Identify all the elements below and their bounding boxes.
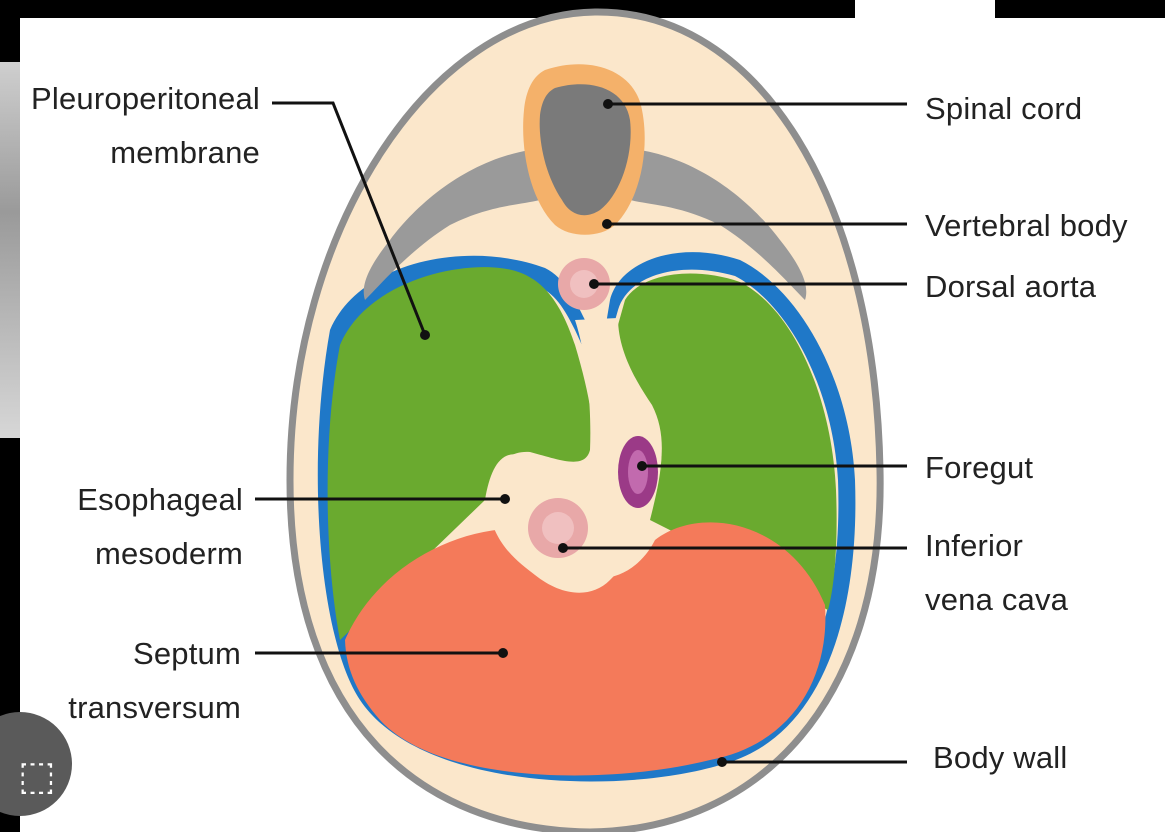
label-esoph-line1: Esophageal	[77, 473, 243, 527]
image-search-icon[interactable]: ⬚	[18, 756, 56, 796]
label-foregut: Foregut	[925, 441, 1033, 495]
label-spinal-cord: Spinal cord	[925, 82, 1082, 136]
label-spinal-cord-text: Spinal cord	[925, 82, 1082, 136]
label-esoph-line2: mesoderm	[77, 527, 243, 581]
dot-septum	[498, 648, 508, 658]
label-pleuro-line2: membrane	[31, 126, 260, 180]
dot-ivc	[558, 543, 568, 553]
dot-pleuroperitoneal	[420, 330, 430, 340]
dot-body-wall	[717, 757, 727, 767]
ivc-lumen	[542, 512, 574, 544]
label-body-wall: Body wall	[933, 731, 1067, 785]
label-vertebral-body: Vertebral body	[925, 199, 1128, 253]
label-pleuro-line1: Pleuroperitoneal	[31, 72, 260, 126]
dot-foregut	[637, 461, 647, 471]
dot-vertebral-body	[602, 219, 612, 229]
label-esophageal-mesoderm: Esophageal mesoderm	[77, 473, 243, 581]
top-bar-right	[995, 0, 1165, 18]
dot-spinal-cord	[603, 99, 613, 109]
top-bar	[0, 0, 855, 18]
left-bar-top	[0, 0, 20, 62]
label-septum-line1: Septum	[68, 627, 241, 681]
label-pleuroperitoneal-membrane: Pleuroperitoneal membrane	[31, 72, 260, 180]
dot-dorsal-aorta	[589, 279, 599, 289]
label-vertebral-body-text: Vertebral body	[925, 199, 1128, 253]
label-ivc-line1: Inferior	[925, 519, 1068, 573]
label-septum-transversum: Septum transversum	[68, 627, 241, 735]
label-dorsal-aorta: Dorsal aorta	[925, 260, 1096, 314]
label-ivc-line2: vena cava	[925, 573, 1068, 627]
label-dorsal-aorta-text: Dorsal aorta	[925, 260, 1096, 314]
label-foregut-text: Foregut	[925, 441, 1033, 495]
label-body-wall-text: Body wall	[933, 731, 1067, 785]
label-inferior-vena-cava: Inferior vena cava	[925, 519, 1068, 627]
foregut-lumen	[628, 450, 648, 494]
dot-esophageal	[500, 494, 510, 504]
label-septum-line2: transversum	[68, 681, 241, 735]
